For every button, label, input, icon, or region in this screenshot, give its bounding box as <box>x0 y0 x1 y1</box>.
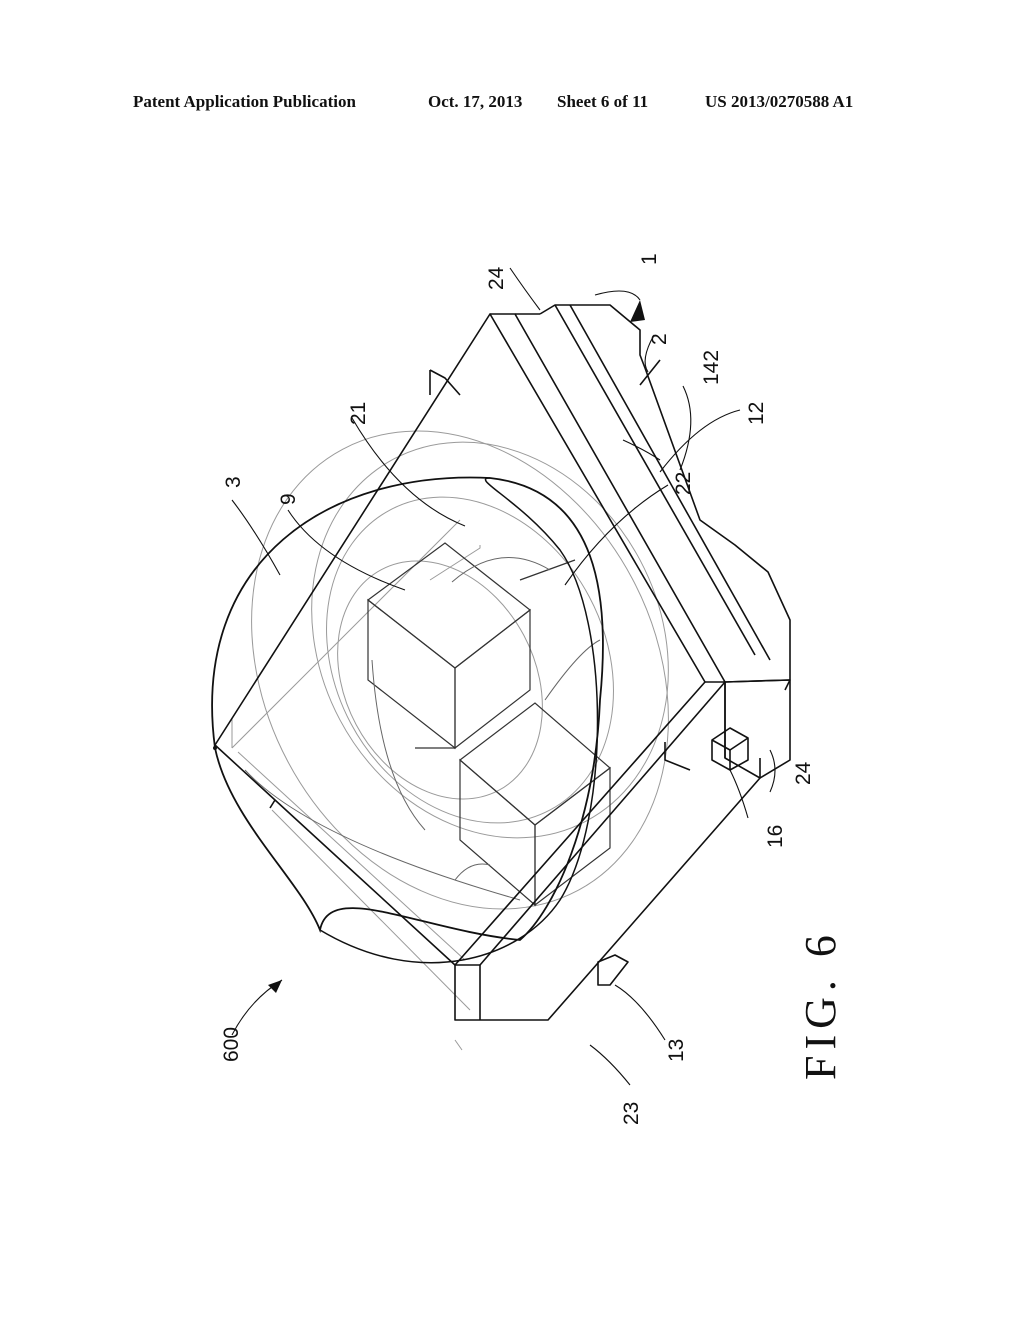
ref-23: 23 <box>620 1102 643 1125</box>
lens-edge-point <box>213 746 217 750</box>
ref-13: 13 <box>665 1039 688 1062</box>
ref-2: 2 <box>648 333 671 345</box>
reference-numerals: 3 9 21 22 24 1 2 142 12 24 16 13 23 600 <box>220 253 815 1125</box>
header-sheet: Sheet 6 of 11 <box>557 92 649 111</box>
lens-base-rim <box>319 477 599 964</box>
ref-142: 142 <box>700 350 723 385</box>
page-header: Patent Application Publication Oct. 17, … <box>0 92 1024 116</box>
ref-1: 1 <box>638 253 661 265</box>
arrow-600 <box>268 980 282 993</box>
internal-lines <box>231 430 669 1051</box>
header-date: Oct. 17, 2013 <box>428 92 523 111</box>
ref-3: 3 <box>222 476 245 488</box>
ref-12: 12 <box>745 402 768 425</box>
header-publication: Patent Application Publication <box>133 92 356 111</box>
ref-24-top: 24 <box>485 266 508 290</box>
leader-lines <box>231 267 776 1086</box>
dome-lens <box>211 476 604 941</box>
ref-24-right: 24 <box>792 761 815 785</box>
base-body <box>214 304 791 1021</box>
ref-9: 9 <box>277 493 300 505</box>
ref-600: 600 <box>220 1027 243 1062</box>
header-patent-number: US 2013/0270588 A1 <box>705 92 854 111</box>
chip-blocks <box>367 542 611 907</box>
arrow-1 <box>630 300 645 322</box>
figure-caption: FIG. 6 <box>796 929 845 1080</box>
ref-22: 22 <box>672 472 695 495</box>
ref-16: 16 <box>764 825 787 848</box>
bond-wires <box>244 557 601 901</box>
ref-21: 21 <box>347 402 370 425</box>
